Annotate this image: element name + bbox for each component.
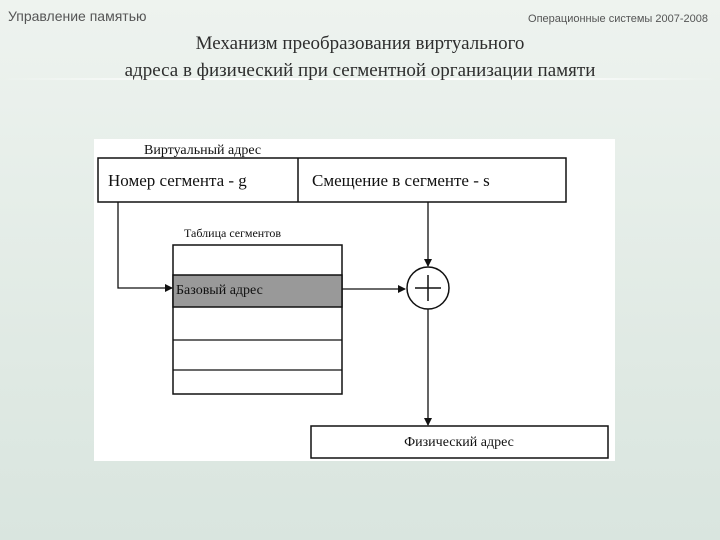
base-address-row <box>172 274 343 308</box>
segment-index-arrow <box>117 202 173 292</box>
virtual-address-box <box>97 157 567 203</box>
section-title: Управление памятью <box>8 8 147 24</box>
base-address-label: Базовый адрес <box>176 283 263 298</box>
segment-table-label: Таблица сегментов <box>184 226 281 240</box>
slide-title: Механизм преобразования виртуального адр… <box>0 30 720 84</box>
course-label: Операционные системы 2007-2008 <box>528 13 708 25</box>
segment-number-field: Номер сегмента - g <box>108 171 247 190</box>
segment-table: Базовый адрес <box>172 244 343 395</box>
slide-title-line-2: адреса в физический при сегментной орган… <box>124 60 596 81</box>
slide-title-line-1: Механизм преобразования виртуального <box>195 33 525 54</box>
segment-table-frame <box>172 244 343 395</box>
segment-offset-field: Смещение в сегменте - s <box>312 171 490 190</box>
physical-address-box <box>310 425 609 459</box>
virtual-address-label: Виртуальный адрес <box>144 143 261 158</box>
physical-address-label: Физический адрес <box>404 435 514 450</box>
header-divider <box>0 78 720 80</box>
adder-icon <box>406 266 450 310</box>
